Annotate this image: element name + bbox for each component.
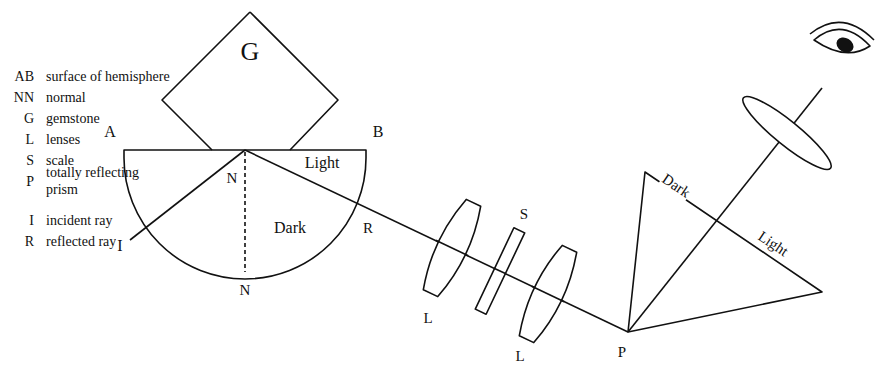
legend-text: normal <box>46 89 86 106</box>
eyepiece-lens <box>736 88 838 177</box>
part-label: L <box>422 310 433 327</box>
eye-lid <box>810 22 874 40</box>
lens-symbol <box>414 195 489 301</box>
part-label: I <box>116 237 123 255</box>
legend-text: R <box>25 233 34 250</box>
part-label: Light <box>754 227 792 260</box>
part-label: N <box>226 170 239 187</box>
incident-ray <box>130 150 245 240</box>
part-label: Light <box>304 154 341 172</box>
legend-text: L <box>25 131 34 148</box>
hemisphere-outline <box>124 150 366 279</box>
legend-text: totally reflecting prism <box>46 164 164 198</box>
normal-line <box>244 152 246 272</box>
part-label: Dark <box>273 219 307 237</box>
eye-pupil <box>834 34 857 55</box>
part-label: G <box>240 38 261 66</box>
part-label: Dark <box>658 170 694 202</box>
legend-text: G <box>24 110 34 127</box>
part-label: B <box>372 123 385 141</box>
part-label: S <box>519 206 529 223</box>
legend-text: P <box>26 173 34 190</box>
legend-text: reflected ray <box>46 233 116 250</box>
part-label: A <box>103 123 117 141</box>
part-label: P <box>617 344 627 361</box>
legend-text: AB <box>15 68 34 85</box>
legend-text: lenses <box>46 131 80 148</box>
prism-outline <box>628 172 822 332</box>
legend-text: S <box>26 152 34 169</box>
legend-text: I <box>29 212 34 229</box>
part-label: R <box>362 220 374 237</box>
scale-plate <box>475 228 524 314</box>
lens-symbol <box>510 241 585 347</box>
part-label: L <box>514 348 525 365</box>
legend-text: surface of hemisphere <box>46 68 170 85</box>
gemstone-outline <box>162 12 338 150</box>
reflected-ray <box>245 150 628 332</box>
legend-text: gemstone <box>46 110 100 127</box>
legend-text: NN <box>14 89 34 106</box>
part-label: N <box>239 282 252 299</box>
legend-text: incident ray <box>46 212 112 229</box>
